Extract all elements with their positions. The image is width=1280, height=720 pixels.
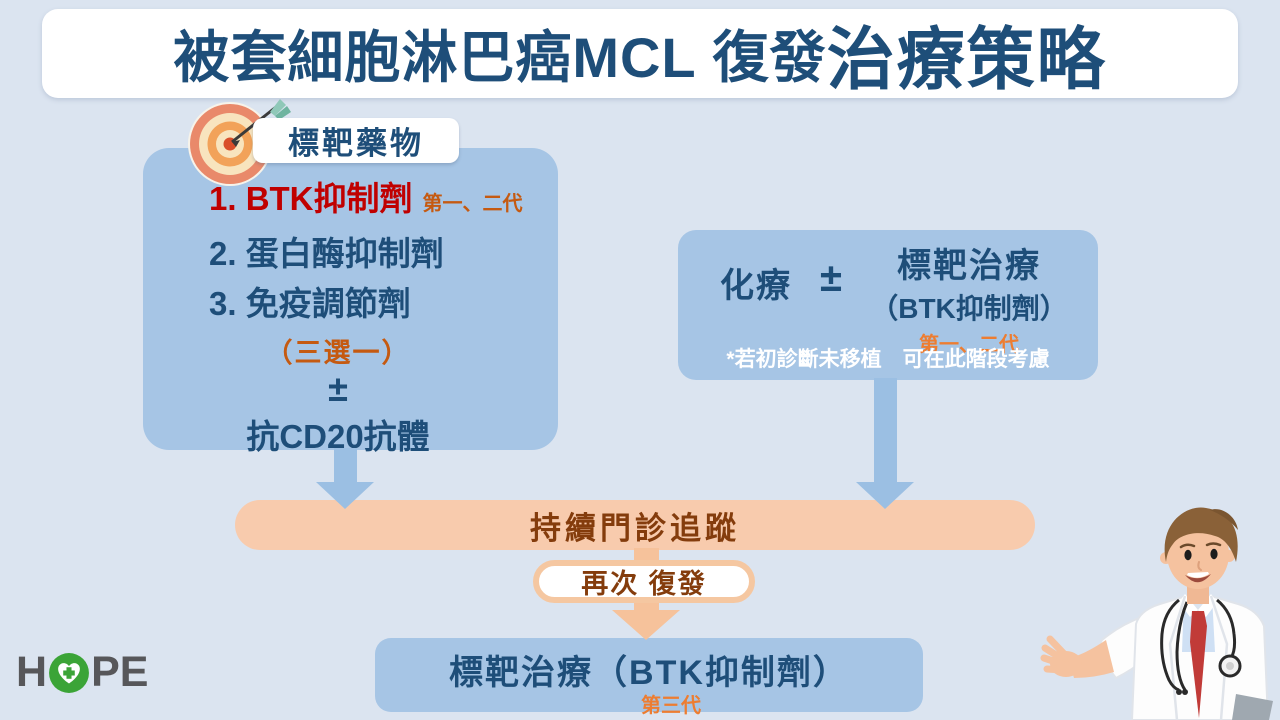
relapse-pill: 再次 復發 bbox=[533, 560, 755, 603]
right-arrow-stem bbox=[874, 378, 897, 483]
heart-cross-icon bbox=[49, 652, 90, 693]
follow-up-label: 持續門診追蹤 bbox=[530, 510, 740, 546]
generation-note: 第一、二代 bbox=[919, 334, 1019, 356]
doctor-illustration bbox=[1040, 507, 1273, 720]
transplant-footnote: *若初診斷未移植 可在此階段考慮 bbox=[726, 348, 1050, 371]
hope-logo: H PE bbox=[16, 648, 148, 697]
left-box-title-text: 標靶藥物 bbox=[288, 126, 424, 161]
drug-option-list: 1. BTK抑制劑第一、二代 2. 蛋白酶抑制劑 3. 免疫調節劑 bbox=[143, 148, 558, 329]
title-banner: 被套細胞淋巴癌MCL 復發 治療策略 bbox=[42, 9, 1238, 98]
list-item-protease: 2. 蛋白酶抑制劑 bbox=[209, 235, 444, 272]
left-box-title: 標靶藥物 bbox=[253, 118, 459, 163]
targeted-drugs-box: 1. BTK抑制劑第一、二代 2. 蛋白酶抑制劑 3. 免疫調節劑 （三選一） … bbox=[143, 148, 558, 455]
third-gen-therapy-box: 標靶治療（BTK抑制劑） 第三代 bbox=[375, 638, 923, 717]
plus-minus-symbol: ± bbox=[820, 256, 842, 300]
relapse-arrow-head-icon bbox=[612, 610, 680, 640]
chemo-label: 化療 bbox=[720, 267, 792, 305]
left-box-footer: （三選一） ± 抗CD20抗體 bbox=[198, 331, 478, 458]
page-title-part2: 復發 bbox=[712, 26, 827, 89]
left-arrow-head-icon bbox=[316, 482, 374, 509]
generation-note: 第一、二代 bbox=[422, 193, 523, 215]
list-item-btk: 1. BTK抑制劑第一、二代 bbox=[209, 174, 558, 229]
btk-inhibitor-label: 1. BTK抑制劑 bbox=[209, 180, 413, 217]
choose-one-note: （三選一） bbox=[265, 338, 411, 368]
btk-inhibitor-sub-label: （BTK抑制劑） bbox=[870, 293, 1068, 324]
third-gen-therapy-label: 標靶治療（BTK抑制劑） bbox=[449, 654, 849, 692]
left-arrow-stem bbox=[334, 448, 357, 483]
page-title-part3: 治療策略 bbox=[826, 22, 1107, 98]
right-arrow-head-icon bbox=[856, 482, 914, 509]
dartboard-target-icon bbox=[188, 99, 291, 186]
list-item-immunomodulator: 3. 免疫調節劑 bbox=[209, 285, 411, 322]
relapse-pill-label: 再次 復發 bbox=[581, 569, 707, 599]
logo-letters-pe: PE bbox=[91, 648, 149, 696]
chemo-target-box: 化療 ± 標靶治療 （BTK抑制劑） 第一、二代 *若初診斷未移植 可在此階段考… bbox=[678, 230, 1098, 380]
page-title-part1: 被套細胞淋巴癌MCL bbox=[173, 26, 697, 89]
target-therapy-column: 標靶治療 （BTK抑制劑） 第一、二代 bbox=[860, 238, 1078, 357]
generation-note: 第三代 bbox=[641, 695, 701, 717]
target-therapy-label: 標靶治療 bbox=[897, 247, 1041, 285]
logo-letter-h: H bbox=[16, 648, 48, 696]
plus-minus-symbol: ± bbox=[328, 368, 348, 409]
